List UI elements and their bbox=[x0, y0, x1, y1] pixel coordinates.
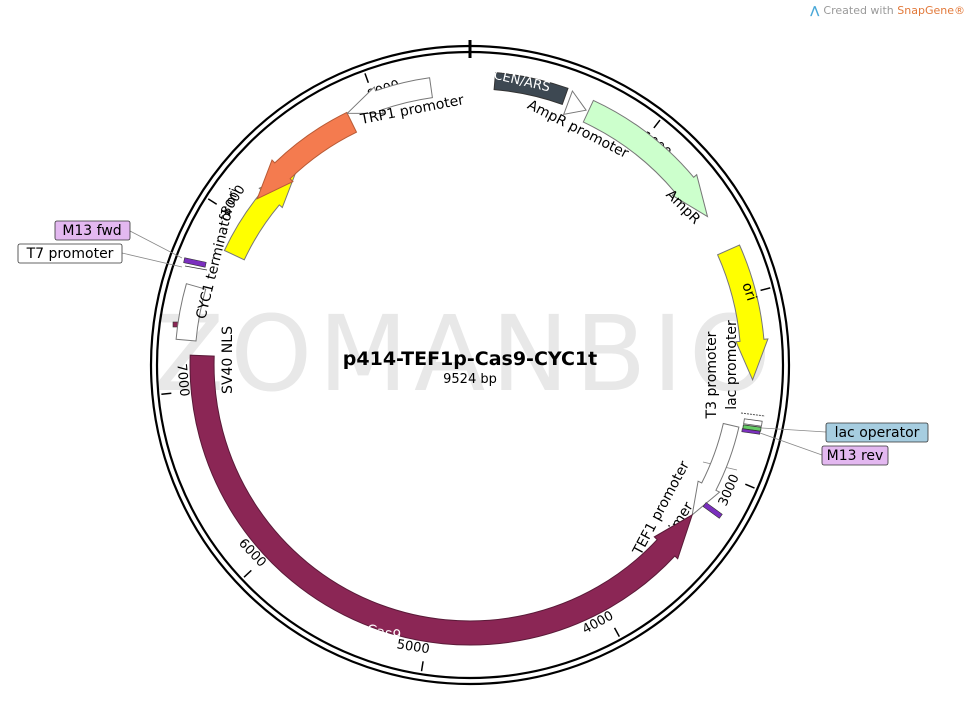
m13-fwd-label: M13 fwd bbox=[62, 223, 121, 239]
ori-label: ori bbox=[738, 281, 759, 303]
tick-mark bbox=[653, 119, 661, 129]
lac-operator-label: lac operator bbox=[835, 425, 920, 441]
credit-prefix: Created with bbox=[823, 4, 898, 17]
cyc1-terminator-feature[interactable] bbox=[175, 283, 207, 342]
t3-promoter-label: T3 promoter bbox=[704, 331, 720, 419]
t7-promoter-box[interactable] bbox=[17, 243, 123, 264]
m13-rev-box[interactable] bbox=[821, 445, 889, 466]
trp1-promoter-feature[interactable] bbox=[346, 77, 433, 115]
snapgene-credit: ⋀Created with SnapGene® bbox=[810, 4, 965, 17]
t7-promoter-label: T7 promoter bbox=[26, 246, 114, 262]
plasmid-length: 9524 bp bbox=[443, 372, 497, 387]
cen-ars-feature[interactable] bbox=[493, 72, 569, 106]
tick-mark bbox=[161, 392, 172, 395]
tick-mark bbox=[364, 73, 370, 84]
m13-rev-label: M13 rev bbox=[827, 448, 884, 464]
lac-promoter-label: lac promoter bbox=[724, 320, 740, 410]
ampr-feature[interactable] bbox=[582, 99, 709, 218]
plasmid-name: p414-TEF1p-Cas9-CYC1t bbox=[343, 348, 597, 370]
ampr-promoter-feature[interactable] bbox=[562, 89, 587, 116]
tick-label: 5000 bbox=[396, 637, 431, 657]
credit-brand: SnapGene® bbox=[897, 4, 965, 17]
lac-operator-box[interactable] bbox=[825, 422, 929, 443]
tef1-promoter-feature[interactable] bbox=[691, 422, 740, 517]
m13-fwd-box[interactable] bbox=[54, 220, 131, 241]
ori-feature[interactable] bbox=[716, 244, 769, 382]
tick-mark bbox=[207, 198, 218, 205]
tick-mark bbox=[243, 569, 252, 578]
sv40-nls-label: SV40 NLS bbox=[220, 326, 236, 394]
trp1-feature[interactable] bbox=[256, 111, 358, 200]
tick-label: 7000 bbox=[173, 363, 191, 397]
lac-region-features bbox=[702, 412, 827, 471]
t7-promoter-mark bbox=[184, 265, 208, 271]
m13-fwd-mark bbox=[183, 257, 207, 268]
cas9-label: Cas9 bbox=[365, 622, 402, 644]
snapgene-logo-icon: ⋀ bbox=[810, 4, 820, 17]
watermark: ZOMANBIO bbox=[153, 293, 777, 415]
tick-mark bbox=[420, 661, 424, 672]
cas9-feature[interactable] bbox=[189, 354, 694, 646]
tick-mark bbox=[745, 483, 755, 489]
tick-mark bbox=[613, 627, 621, 638]
tick-mark bbox=[760, 287, 771, 292]
sk-primer-mark bbox=[702, 502, 723, 519]
